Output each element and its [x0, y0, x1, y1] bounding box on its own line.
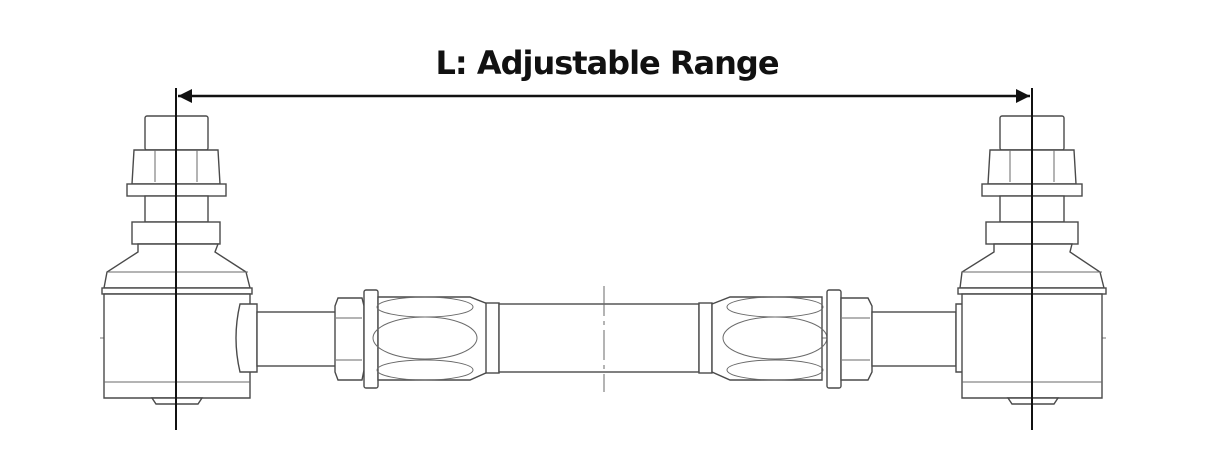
dimension-line	[178, 89, 1030, 103]
dimension-title: L: Adjustable Range	[435, 44, 779, 82]
right-ball-joint	[871, 115, 1107, 405]
left-rod-end-hex	[372, 296, 500, 381]
left-lock-nut	[334, 289, 379, 389]
right-lock-nut	[826, 289, 873, 389]
arrowhead-right-icon	[1016, 89, 1030, 103]
right-rod-end-hex	[698, 296, 828, 381]
arrowhead-left-icon	[178, 89, 192, 103]
left-ball-joint	[101, 115, 340, 405]
center-tube	[498, 286, 700, 392]
